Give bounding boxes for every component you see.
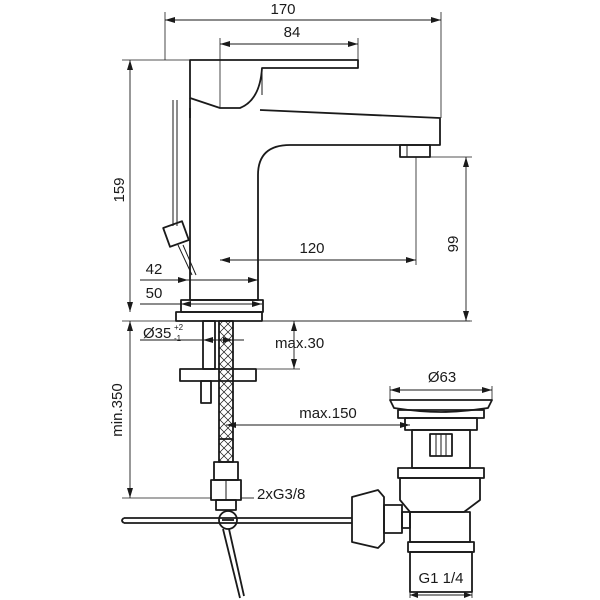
waste-assembly [351,399,493,593]
dim-42: 42 [140,261,258,283]
faucet-column [189,98,441,301]
label-hole-diameter: Ø35 [143,325,171,342]
lever-handle [189,59,359,109]
label-spout-reach: 120 [299,240,324,257]
dim-lever-width: 84 [219,24,359,108]
dim-waste-diameter: Ø63 [389,369,493,400]
dim-min-hose: min.350 [109,321,212,499]
dim-hole-diameter: Ø35 +2 -1 [140,323,244,343]
fixing-nut [179,368,257,382]
label-overall-width: 170 [270,1,295,18]
label-min-hose: min.350 [109,383,126,436]
dim-max-deck: max.30 [256,321,324,370]
label-50: 50 [146,285,163,302]
label-overall-height: 159 [111,177,128,202]
label-spout-height: 99 [445,236,462,253]
label-hole-tolerance-upper: +2 [174,323,184,332]
dim-max-distance: max.150 [226,405,410,428]
dim-hose-connection: 2xG3/8 [241,486,305,503]
dim-overall-width: 170 [164,1,442,118]
dim-waste-thread: G1 1/4 [409,570,473,598]
label-waste-diameter: Ø63 [428,369,456,386]
label-42: 42 [146,261,163,278]
label-hole-tolerance-lower: -1 [174,334,182,343]
under-deck [121,320,470,599]
waste-tail [409,551,473,593]
label-lever-width: 84 [284,24,301,41]
label-waste-thread: G1 1/4 [418,570,463,587]
hose-connector [213,461,239,481]
aerator [399,144,431,158]
dim-spout-height: 99 [263,156,472,322]
dim-50: 50 [140,285,262,307]
popup-rod [162,100,197,276]
label-max-distance: max.150 [299,405,357,422]
label-hose-connection: 2xG3/8 [257,486,305,503]
faucet-body [162,59,441,322]
label-max-deck: max.30 [275,335,324,352]
dim-overall-height: 159 [111,59,190,312]
base-plate [180,299,264,313]
dim-spout-reach: 120 [220,157,417,265]
